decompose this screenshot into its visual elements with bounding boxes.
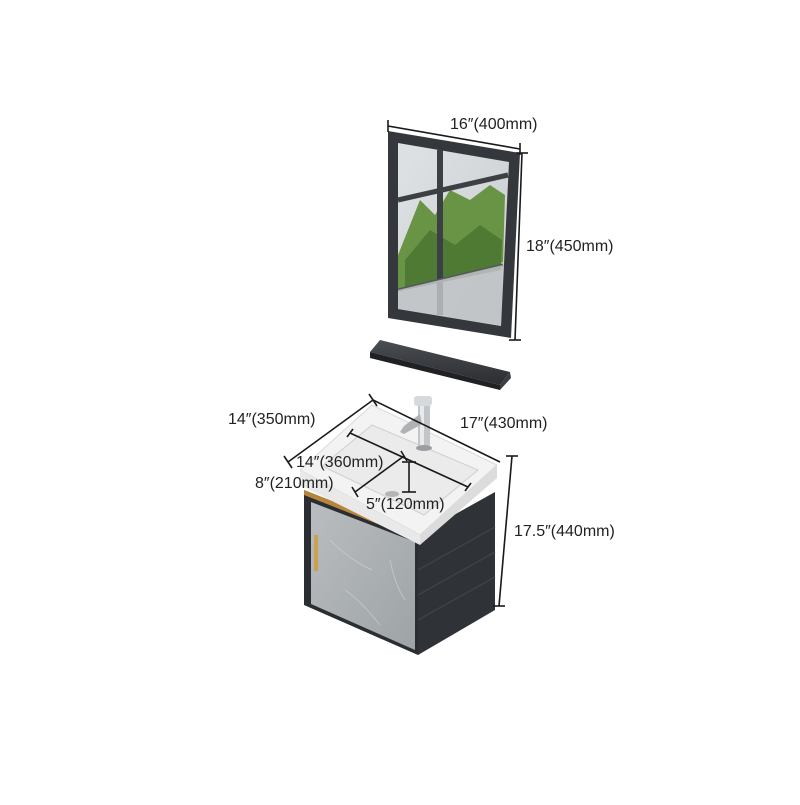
vanity-cabinet xyxy=(304,490,496,655)
bowl-depth-label: 5″(120mm) xyxy=(366,496,445,513)
drain xyxy=(385,491,399,497)
shelf xyxy=(370,340,511,390)
door-handle xyxy=(314,535,318,571)
cabinet-width-label: 17″(430mm) xyxy=(460,415,548,432)
cabinet-door xyxy=(311,502,415,650)
mirror xyxy=(388,131,520,338)
mirror-width-label: 16″(400mm) xyxy=(450,116,538,133)
basin xyxy=(299,404,498,545)
cabinet-height-label: 17.5″(440mm) xyxy=(514,523,615,540)
basin-width-label: 14″(360mm) xyxy=(296,454,384,471)
basin-depth-label: 8″(210mm) xyxy=(255,475,334,492)
mirror-height-label: 18″(450mm) xyxy=(526,238,614,255)
faucet xyxy=(400,396,432,451)
cabinet-depth-label: 14″(350mm) xyxy=(228,411,316,428)
dimension-lines xyxy=(283,120,528,607)
